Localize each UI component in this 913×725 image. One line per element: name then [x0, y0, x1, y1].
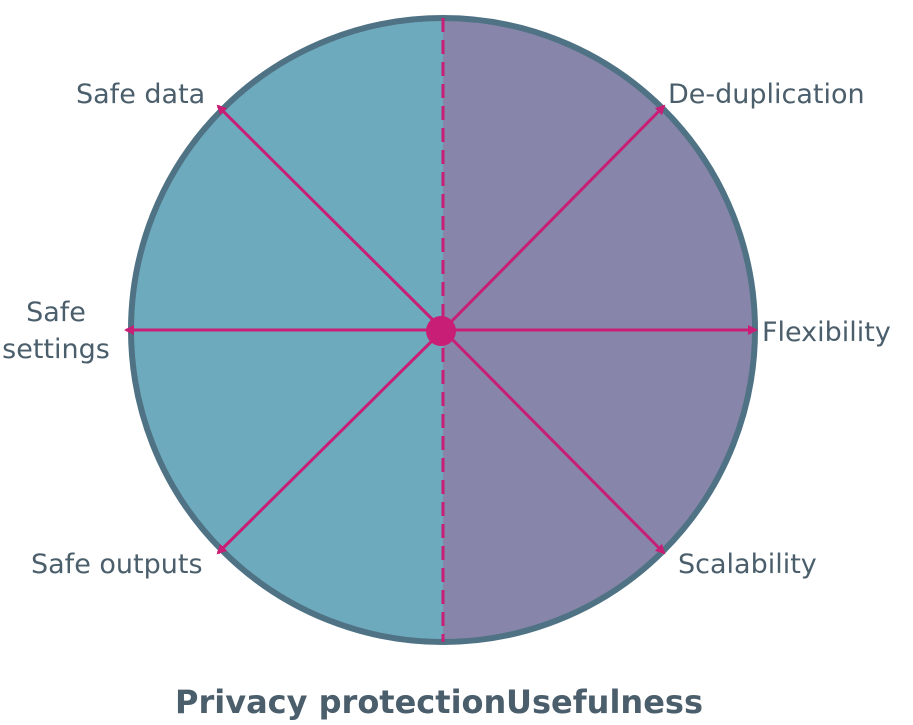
usefulness-title: Usefulness	[506, 683, 703, 721]
center-dot	[426, 316, 456, 346]
arrow-safe-outputs	[216, 328, 445, 555]
arrow-de-duplication	[441, 104, 666, 332]
label-safe-data: Safe data	[76, 79, 206, 110]
label-flexibility: Flexibility	[762, 317, 891, 348]
label-safe-settings-line2: settings	[2, 334, 110, 365]
privacy-protection-title: Privacy protection	[175, 683, 507, 721]
label-safe-settings: Safe settings	[2, 294, 110, 368]
arrows-group	[124, 104, 758, 555]
label-safe-settings-line1: Safe	[26, 297, 86, 328]
arrow-scalability	[441, 328, 666, 555]
arrow-safe-data	[216, 104, 445, 332]
label-de-duplication: De-duplication	[668, 79, 865, 110]
label-safe-outputs: Safe outputs	[31, 549, 203, 580]
label-scalability: Scalability	[678, 549, 817, 580]
